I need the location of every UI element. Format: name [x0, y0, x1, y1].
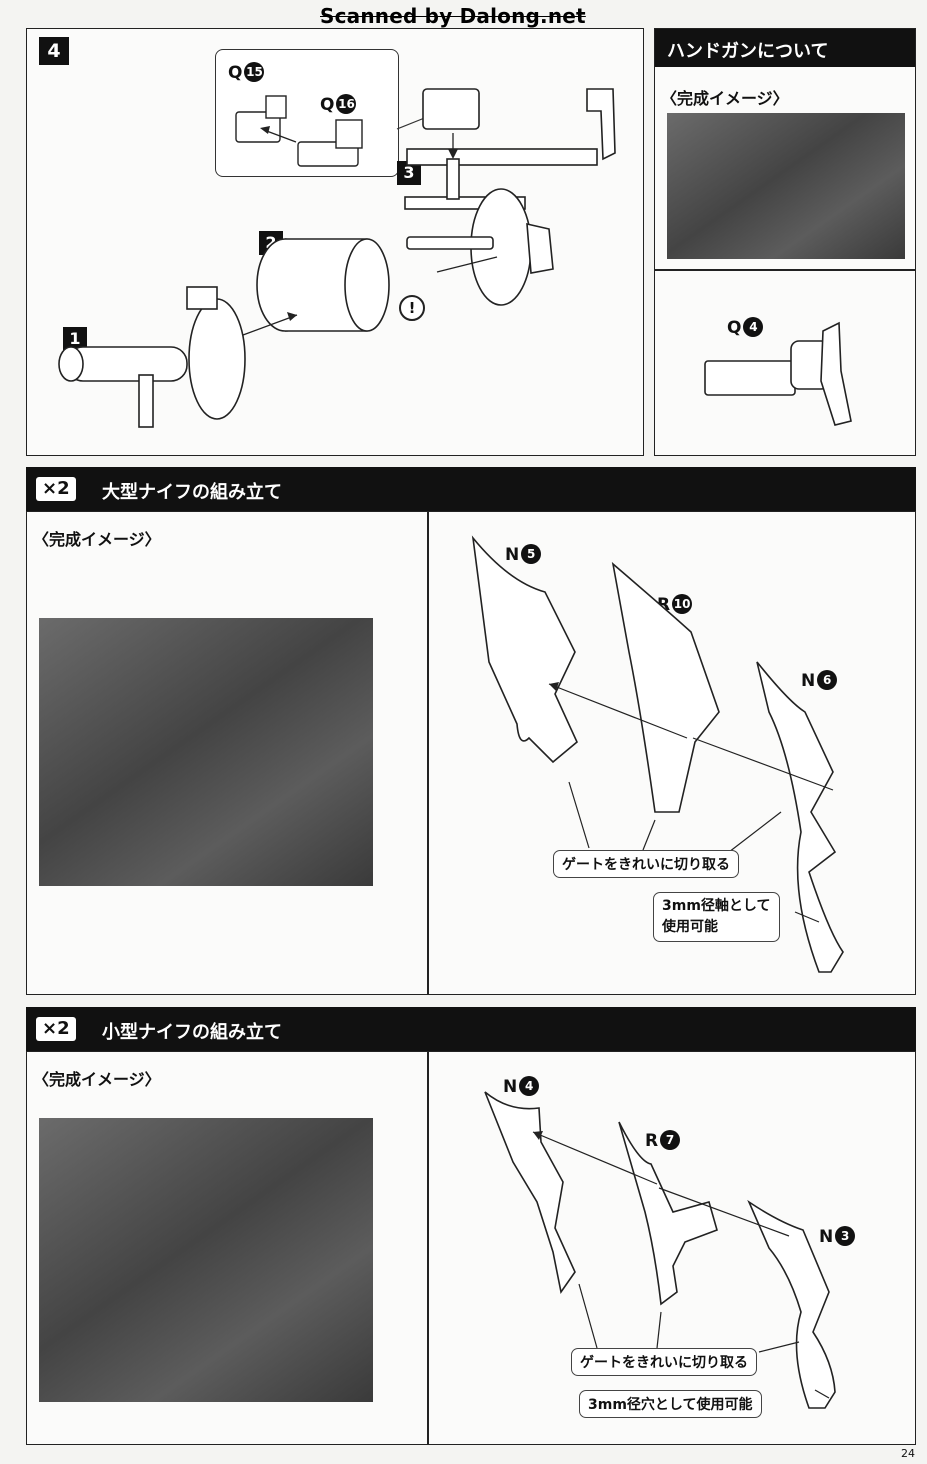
warning-icon: !: [399, 295, 425, 321]
large-knife-title: 大型ナイフの組み立て: [102, 482, 282, 503]
large-knife-count: ×2: [36, 477, 76, 501]
large-knife-header: ×2 大型ナイフの組み立て: [26, 467, 916, 511]
part-letter: N: [505, 545, 520, 565]
part-letter: N: [819, 1227, 834, 1247]
large-knife-caption: 〈完成イメージ〉: [33, 530, 161, 549]
handgun-caption: 〈完成イメージ〉: [661, 89, 789, 108]
large-knife-gate-callout: ゲートをきれいに切り取る: [553, 850, 739, 878]
small-knife-title: 小型ナイフの組み立て: [102, 1022, 282, 1043]
small-knife-image-panel: 〈完成イメージ〉: [26, 1051, 428, 1445]
small-knife-count: ×2: [36, 1017, 76, 1041]
large-knife-shaft-callout: 3mm径軸として 使用可能: [653, 892, 780, 942]
part-number-badge: 10: [672, 594, 693, 614]
part-number-badge: 4: [743, 317, 764, 337]
part-number-badge: 6: [817, 670, 838, 690]
part-number-badge: 4: [519, 1076, 540, 1096]
handgun-title: ハンドガンについて: [667, 41, 829, 62]
handgun-photo: [667, 113, 905, 259]
inset-pointer: [396, 116, 428, 130]
part-number-badge: 15: [244, 62, 265, 82]
part-letter: Q: [727, 318, 742, 338]
part-number-badge: 3: [835, 1226, 856, 1246]
part-number-badge: 7: [660, 1130, 681, 1150]
part-letter: Q: [228, 63, 243, 83]
handgun-image-panel: ハンドガンについて 〈完成イメージ〉: [654, 28, 916, 270]
part-letter: N: [801, 671, 816, 691]
inset-parts-drawing: [235, 95, 363, 167]
shaft-callout-line1: 3mm径軸として: [662, 898, 771, 914]
handgun-header: ハンドガンについて: [655, 29, 915, 67]
part-letter: Q: [320, 95, 335, 115]
large-knife-drawing: [471, 535, 844, 973]
part-letter: R: [645, 1131, 659, 1151]
small-knife-hole-callout: 3mm径穴として使用可能: [579, 1390, 762, 1418]
watermark: Scanned by Dalong.net: [320, 4, 586, 28]
small-knife-drawing: [484, 1091, 836, 1409]
small-knife-gate-callout: ゲートをきれいに切り取る: [571, 1348, 757, 1376]
page-number: 24: [901, 1447, 915, 1460]
small-knife-photo: [39, 1118, 373, 1402]
shaft-callout-line2: 使用可能: [662, 919, 718, 935]
part-number-badge: 16: [336, 94, 357, 114]
small-knife-caption: 〈完成イメージ〉: [33, 1070, 161, 1089]
handgun-drawing: [704, 321, 852, 426]
small-knife-header: ×2 小型ナイフの組み立て: [26, 1007, 916, 1051]
part-number-badge: 5: [521, 544, 542, 564]
large-knife-photo: [39, 618, 373, 886]
large-knife-image-panel: 〈完成イメージ〉: [26, 511, 428, 995]
step-number: 4: [39, 37, 69, 65]
part-letter: N: [503, 1077, 518, 1097]
launcher-assembly-drawing: [58, 88, 616, 428]
